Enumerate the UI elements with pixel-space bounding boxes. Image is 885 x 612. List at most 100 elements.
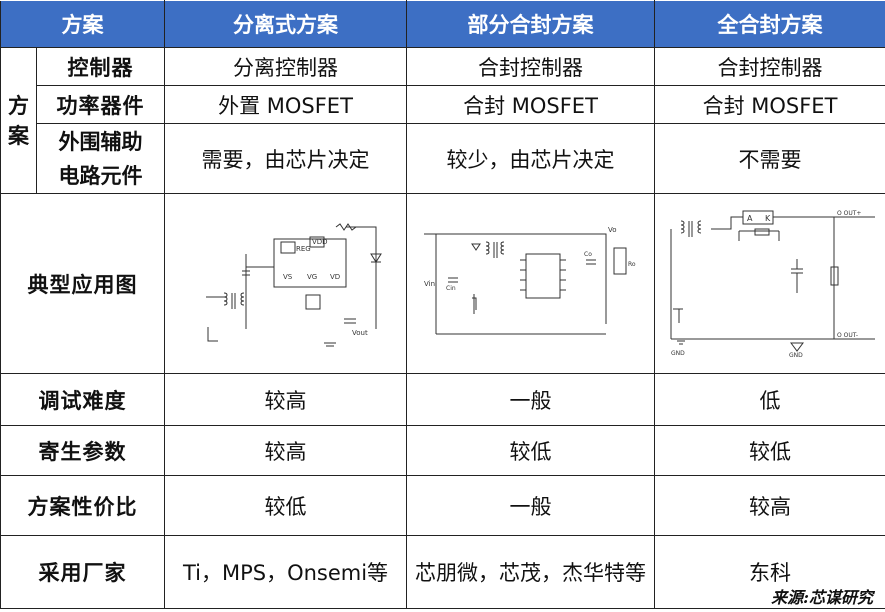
output-wire (345, 226, 376, 329)
header-full: 全合封方案 (654, 0, 885, 48)
row-diagram: 典型应用图 REG VDD VS VG VD (0, 193, 885, 374)
diagram-partial-cell: Vin Cin Vo Co Ro (406, 193, 655, 374)
output-capacitor (791, 258, 803, 293)
group-label-char1: 方 (8, 92, 29, 118)
primary-mosfet (471, 293, 476, 314)
group-label: 方 案 (0, 47, 37, 194)
cell-aux-full: 不需要 (654, 123, 885, 194)
cell-value-partial: 一般 (406, 475, 655, 536)
label-out-neg: O OUT- (837, 332, 858, 339)
diagram-discrete-cell: REG VDD VS VG VD Vout (164, 193, 407, 374)
header-row: 方案 分离式方案 部分合封方案 全合封方案 (0, 0, 885, 48)
ground-symbol-left (677, 340, 685, 344)
row-debug: 调试难度 较高 一般 低 (0, 373, 885, 426)
label-vg: VG (307, 273, 317, 281)
label-k: K (765, 214, 771, 223)
row-value: 方案性价比 较低 一般 较高 (0, 475, 885, 536)
row-aux: 外围辅助 电路元件 需要，由芯片决定 较少，由芯片决定 不需要 (1, 123, 885, 194)
cell-vendors-full: 东科 (654, 535, 885, 609)
row-label-power: 功率器件 (36, 85, 165, 124)
cell-aux-discrete: 需要，由芯片决定 (164, 123, 407, 194)
ground-symbol-right (790, 342, 804, 352)
cell-aux-partial: 较少，由芯片决定 (406, 123, 655, 194)
cell-vendors-discrete: Ti，MPS，Onsemi等 (164, 535, 407, 609)
row-power: 功率器件 外置 MOSFET 合封 MOSFET 合封 MOSFET (1, 85, 885, 124)
label-out-pos: O OUT+ (837, 210, 861, 217)
cell-debug-discrete: 较高 (164, 373, 407, 426)
header-discrete: 分离式方案 (164, 0, 407, 48)
primary-mosfet (673, 308, 683, 323)
transformer-primary (205, 292, 227, 305)
source-note: 来源:芯谋研究 (771, 588, 873, 607)
label-vd: VD (330, 273, 340, 281)
label-cin: Cin (446, 285, 456, 292)
label-vin: Vin (424, 280, 435, 288)
cell-power-full: 合封 MOSFET (654, 85, 885, 124)
label-gnd-left: GND (671, 350, 685, 357)
cell-parasitic-full: 较低 (654, 425, 885, 476)
cell-value-full: 较高 (654, 475, 885, 536)
output-capacitor (585, 259, 596, 264)
output-rail (515, 233, 606, 324)
top-wire (711, 216, 831, 229)
cell-debug-partial: 一般 (406, 373, 655, 426)
cell-parasitic-partial: 较低 (406, 425, 655, 476)
transformer (485, 241, 504, 258)
row-parasitic: 寄生参数 较高 较低 较低 (0, 425, 885, 476)
full-circuit-diagram: A K O OUT+ O OUT- GND GND (670, 210, 875, 359)
label-vs: VS (283, 273, 293, 281)
label-vout: Vout (352, 329, 368, 337)
cell-vendors-partial: 芯朋微，芯茂，杰华特等 (406, 535, 655, 609)
controller-ic (525, 253, 560, 298)
row-label-value: 方案性价比 (0, 475, 165, 536)
label-vdd: VDD (312, 238, 328, 246)
label-ro: Ro (628, 261, 636, 268)
group-label-char2: 案 (8, 122, 29, 148)
cell-power-partial: 合封 MOSFET (406, 85, 655, 124)
row-label-diagram: 典型应用图 (0, 193, 165, 374)
cell-value-discrete: 较低 (164, 475, 407, 536)
row-label-controller: 控制器 (36, 47, 165, 86)
row-label-aux: 外围辅助 电路元件 (36, 123, 165, 194)
vdd-block (309, 236, 324, 247)
partial-circuit-diagram: Vin Cin Vo Co Ro (423, 226, 636, 334)
header-scheme: 方案 (0, 0, 165, 48)
primary-switch (207, 326, 218, 341)
cell-debug-full: 低 (654, 373, 885, 426)
clamp-diode (470, 243, 481, 251)
sync-mosfet (305, 294, 320, 309)
cell-controller-partial: 合封控制器 (406, 47, 655, 86)
output-connector (613, 247, 626, 274)
reg-block (280, 241, 295, 253)
input-capacitor (241, 270, 250, 275)
row-label-parasitic: 寄生参数 (0, 425, 165, 476)
transformer-core (231, 292, 235, 309)
row-label-debug: 调试难度 (0, 373, 165, 426)
ic-pins (519, 259, 566, 290)
header-partial: 部分合封方案 (406, 0, 655, 48)
label-co: Co (584, 251, 592, 258)
transformer-secondary (240, 292, 244, 305)
label-vo: Vo (608, 226, 617, 234)
discrete-circuit-diagram: REG VDD VS VG VD Vout (205, 222, 382, 346)
label-reg: REG (296, 245, 311, 253)
label-a: A (747, 214, 753, 223)
diagram-full-cell: A K O OUT+ O OUT- GND GND (654, 193, 885, 374)
label-gnd-right: GND (789, 352, 803, 359)
integrated-chip (742, 210, 774, 224)
cell-controller-discrete: 分离控制器 (164, 47, 407, 86)
row-label-aux-line2: 电路元件 (58, 162, 143, 188)
transformer (680, 220, 702, 237)
output-diode (369, 253, 382, 263)
row-controller: 方 案 控制器 分离控制器 合封控制器 合封控制器 (0, 47, 885, 194)
rc-snubber (738, 230, 780, 241)
row-label-aux-line1: 外围辅助 (58, 128, 143, 154)
cell-power-discrete: 外置 MOSFET (164, 85, 407, 124)
output-capacitor (343, 318, 356, 323)
resistor-top (335, 222, 356, 231)
row-vendors: 采用厂家 Ti，MPS，Onsemi等 芯朋微，芯茂，杰华特等 东科 (0, 535, 885, 609)
cell-parasitic-discrete: 较高 (164, 425, 407, 476)
cell-controller-full: 合封控制器 (654, 47, 885, 86)
snubber-resistor (754, 228, 770, 235)
